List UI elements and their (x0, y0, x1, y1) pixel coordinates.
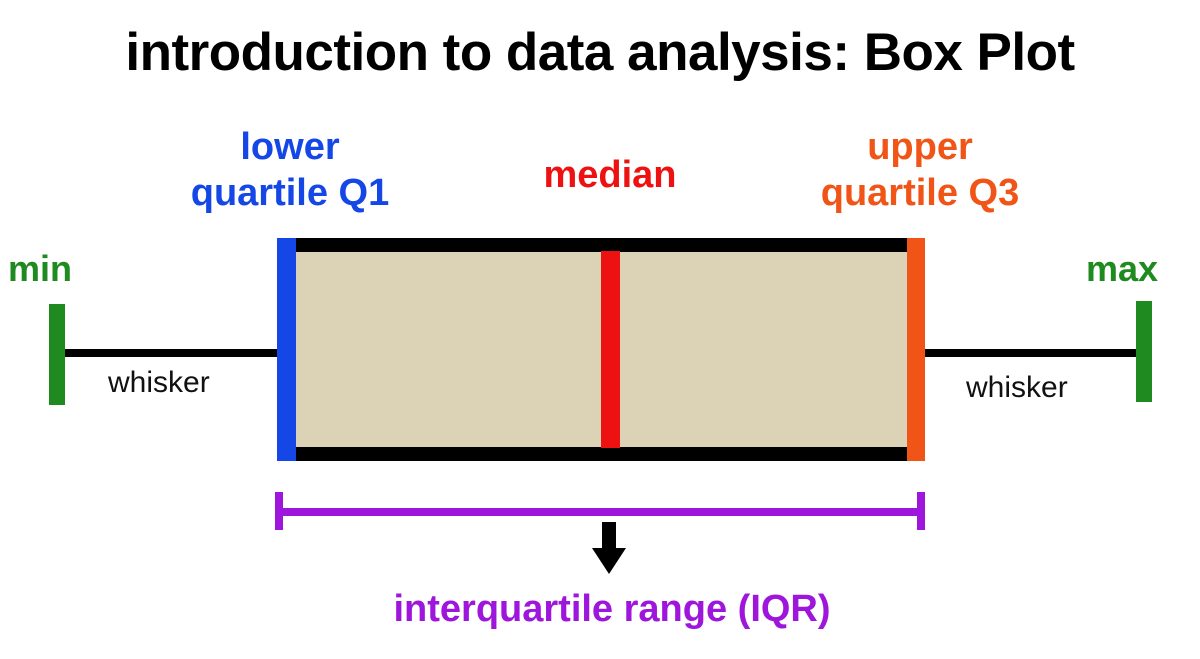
min-label: min (8, 248, 73, 289)
lower-quartile-line (277, 238, 296, 461)
max-label: max (1086, 248, 1159, 289)
iqr-bracket-right-cap (917, 492, 925, 530)
lower-quartile-label: lower quartile Q1 (150, 124, 430, 216)
upper-quartile-label-line1: upper (867, 126, 973, 168)
iqr-bracket-left-cap (275, 492, 283, 530)
right-whisker-line (922, 349, 1140, 357)
upper-quartile-line (907, 238, 925, 461)
arrow-down-icon (592, 522, 626, 574)
median-line (601, 251, 620, 448)
right-whisker-label: whisker (966, 371, 1068, 404)
min-cap (49, 304, 65, 405)
left-whisker-line (62, 349, 280, 357)
max-cap (1136, 301, 1152, 402)
diagram-title: introduction to data analysis: Box Plot (125, 23, 1075, 82)
lower-quartile-label-line2: quartile Q1 (190, 172, 390, 214)
median-label: median (543, 154, 677, 196)
upper-quartile-label: upper quartile Q3 (770, 124, 1070, 216)
iqr-label: interquartile range (IQR) (393, 588, 831, 630)
lower-quartile-label-line1: lower (240, 126, 340, 168)
iqr-bracket-line (277, 508, 923, 516)
upper-quartile-label-line2: quartile Q3 (820, 172, 1020, 214)
left-whisker-label: whisker (108, 366, 210, 399)
